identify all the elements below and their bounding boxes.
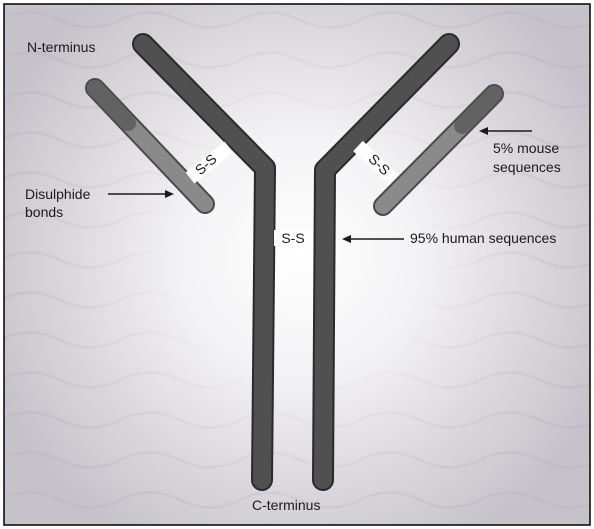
c-terminus-label: C-terminus: [252, 497, 320, 513]
disulphide-label-line1: Disulphide: [25, 186, 91, 202]
bond-center-label: S-S: [281, 230, 304, 246]
human-sequences-label: 95% human sequences: [410, 230, 556, 246]
disulphide-label-line2: bonds: [25, 204, 63, 220]
mouse-sequences-label-line1: 5% mouse: [493, 140, 559, 156]
mouse-sequences-label-line2: sequences: [493, 159, 561, 175]
bond-center: S-S: [274, 230, 312, 246]
n-terminus-label: N-terminus: [27, 39, 95, 55]
